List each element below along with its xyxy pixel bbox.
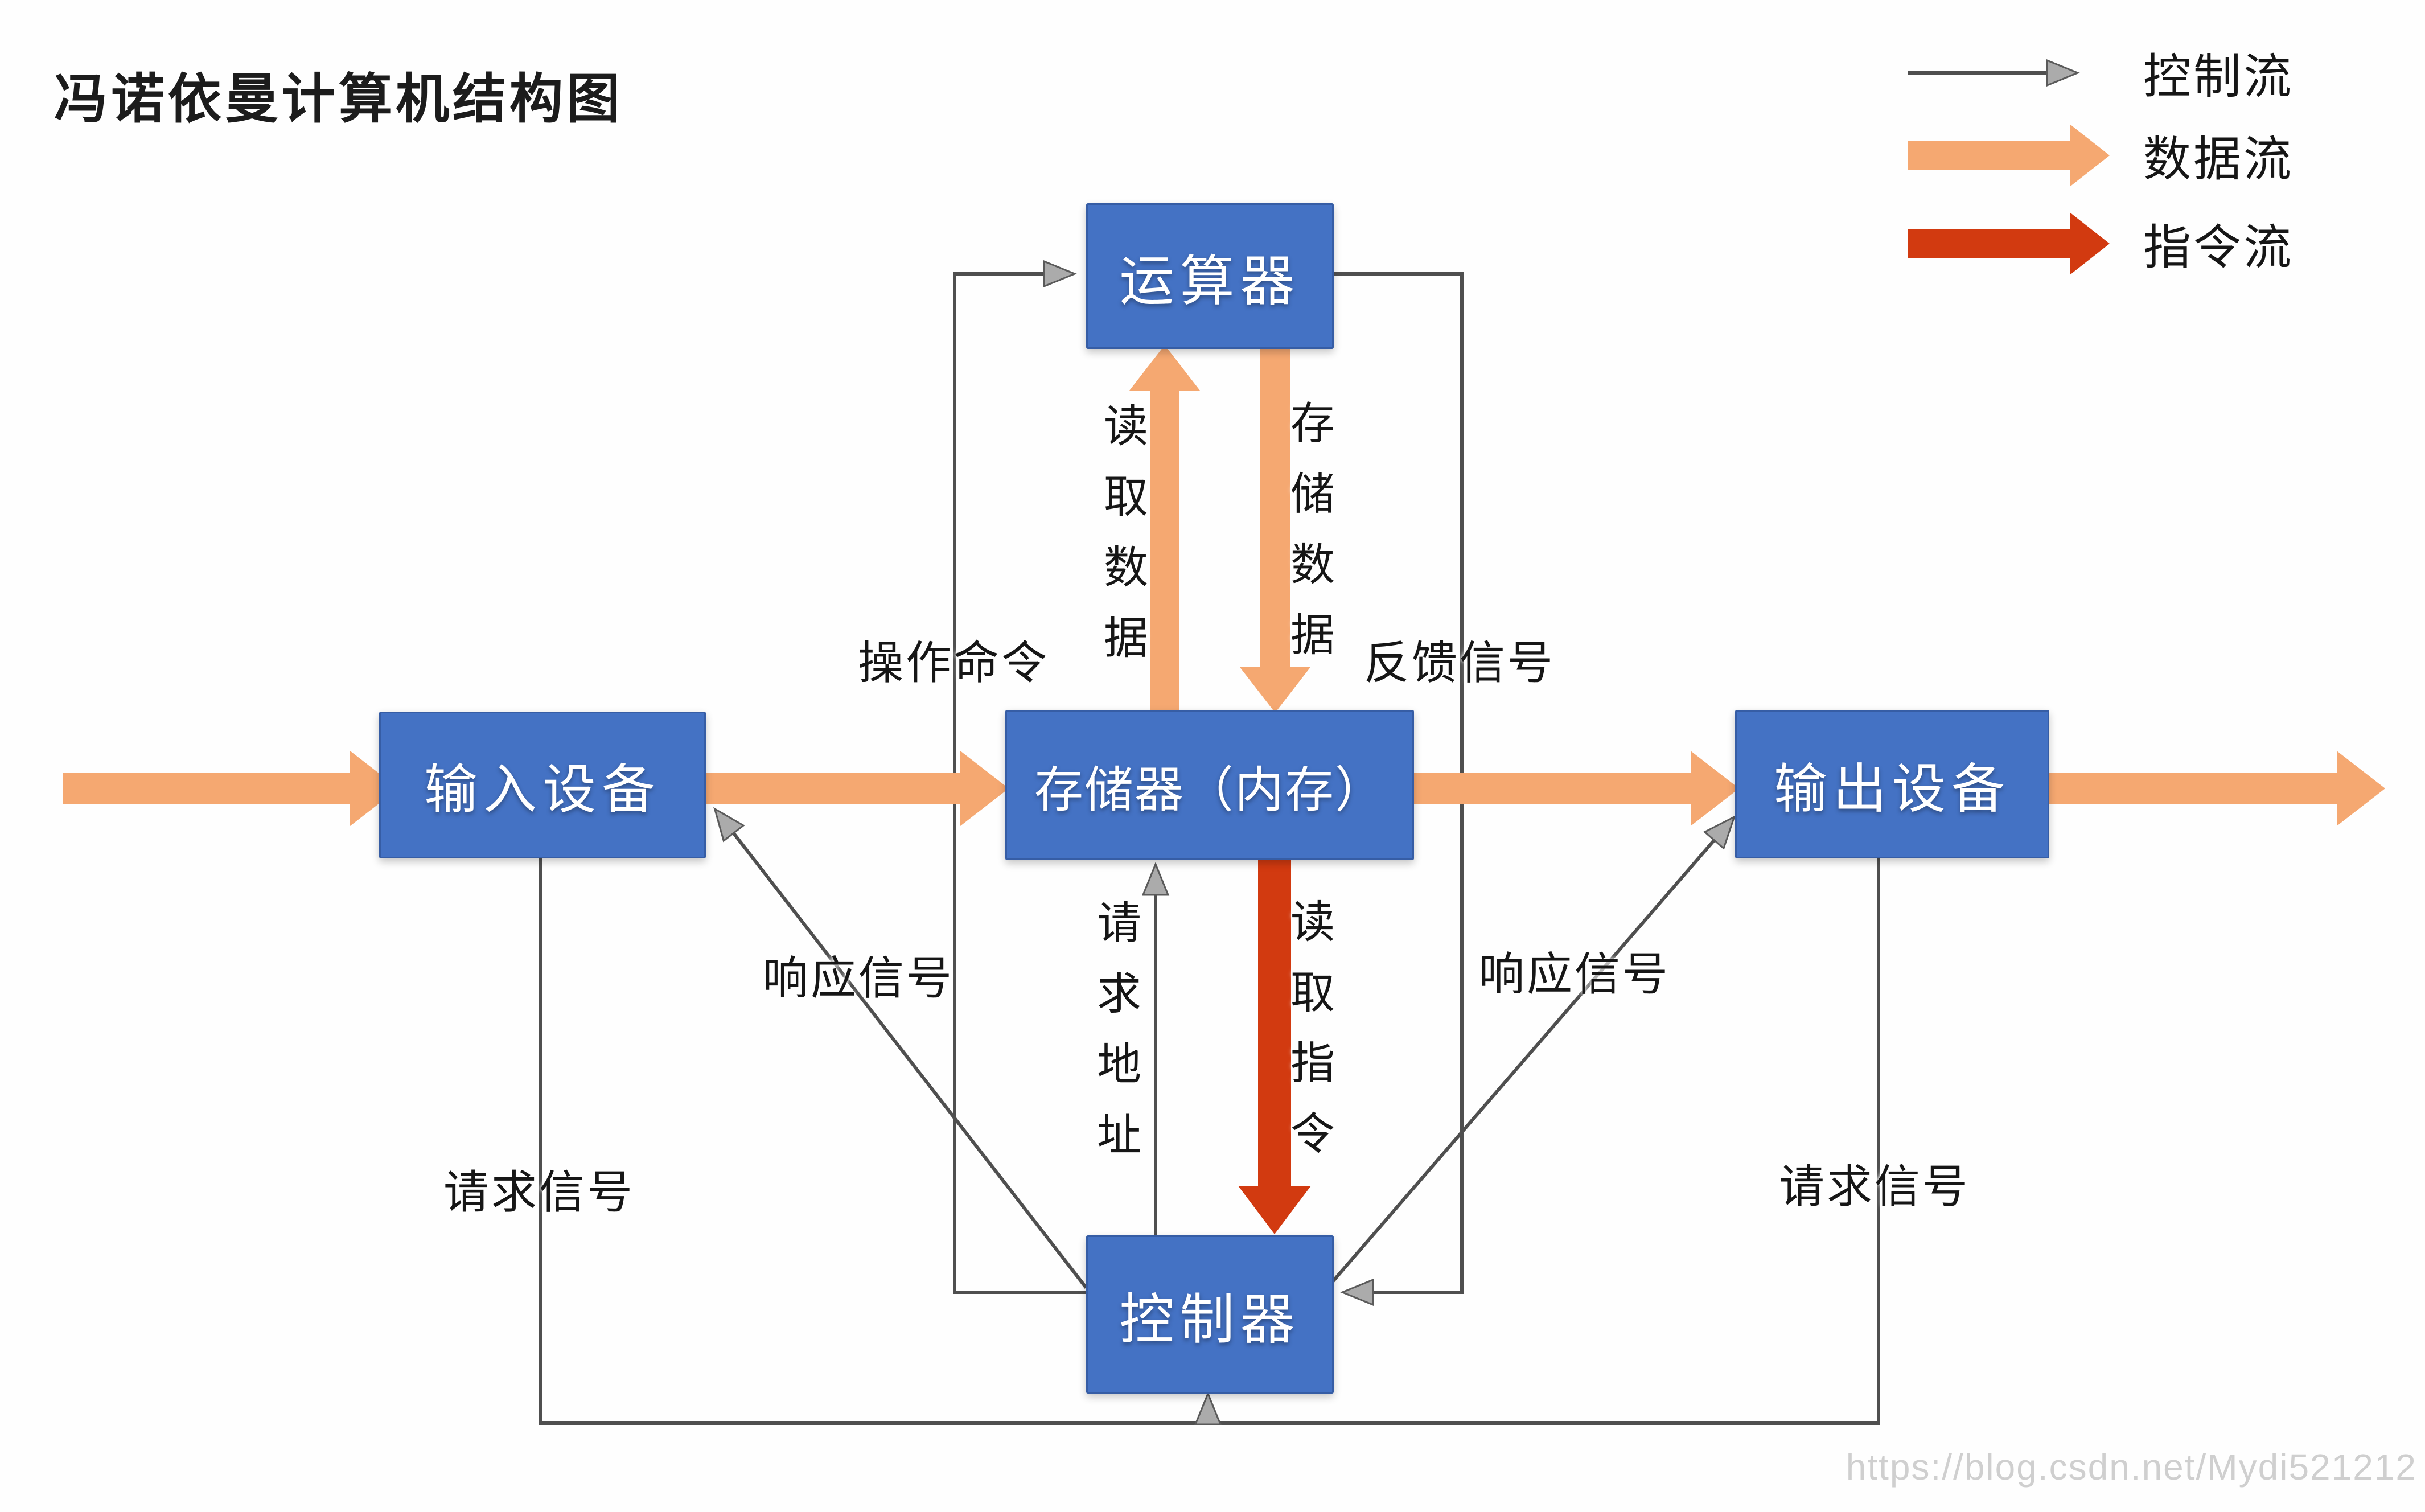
data-arrow-read-data-up bbox=[1129, 345, 1200, 712]
instruction-arrow-read-instruction bbox=[1238, 856, 1311, 1234]
control-line-response-right bbox=[1329, 819, 1733, 1285]
edge-label-op-command: 操作命令 bbox=[858, 638, 1049, 688]
edge-label-read-instruction: 读取指令 bbox=[1284, 898, 1334, 1181]
node-output-device: 输出设备 bbox=[1735, 710, 2049, 858]
legend-data-flow-arrow bbox=[1908, 124, 2110, 187]
legend-instruction-flow-arrow bbox=[1908, 212, 2110, 275]
edge-label-feedback-signal: 反馈信号 bbox=[1364, 638, 1555, 688]
data-arrow-memory-to-output bbox=[1411, 751, 1739, 826]
legend-item-instruction-flow: 指令流 bbox=[2143, 220, 2294, 274]
edge-label-response-left: 响应信号 bbox=[763, 953, 954, 1004]
legend-item-data-flow: 数据流 bbox=[2143, 132, 2294, 186]
node-input-device: 输入设备 bbox=[379, 712, 706, 858]
legend-item-control-flow: 控制流 bbox=[2143, 50, 2294, 104]
node-controller: 控制器 bbox=[1086, 1235, 1334, 1394]
control-line-response-left bbox=[716, 811, 1088, 1289]
data-arrow-store-data-down bbox=[1240, 346, 1310, 713]
node-memory: 存储器（内存） bbox=[1005, 710, 1414, 860]
edge-label-request-address: 请求地址 bbox=[1091, 899, 1141, 1182]
edge-label-request-right: 请求信号 bbox=[1779, 1161, 1970, 1212]
data-arrow-into-input bbox=[63, 751, 398, 826]
edge-label-store-data: 存储数据 bbox=[1284, 400, 1334, 682]
edge-label-response-right: 响应信号 bbox=[1479, 949, 1670, 1000]
node-alu: 运算器 bbox=[1086, 203, 1334, 349]
data-arrow-input-to-memory bbox=[702, 751, 1009, 826]
data-arrow-out-of-output bbox=[2046, 751, 2385, 826]
edge-label-request-left: 请求信号 bbox=[443, 1167, 635, 1218]
page-title: 冯诺依曼计算机结构图 bbox=[54, 69, 624, 129]
watermark-url: https://blog.csdn.net/Mydi521212 bbox=[1846, 1447, 2417, 1488]
edge-label-read-data: 读取数据 bbox=[1098, 402, 1148, 685]
